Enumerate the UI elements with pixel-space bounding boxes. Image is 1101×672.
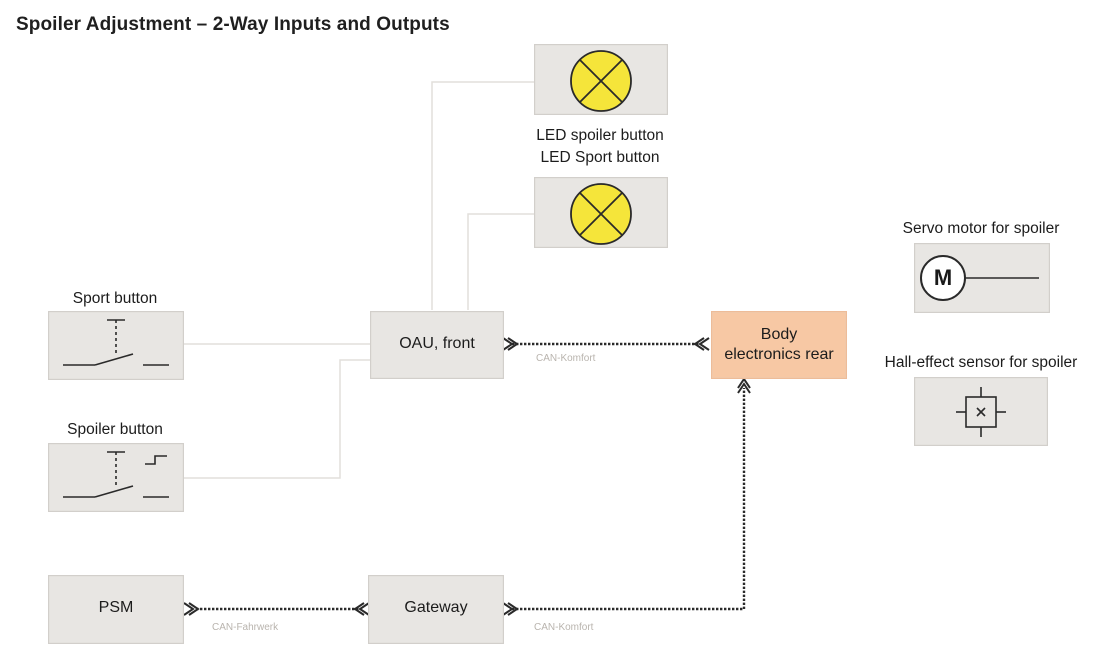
- motor-symbol-label: M: [933, 265, 953, 290]
- spoiler-button-caption: Spoiler button: [67, 421, 163, 438]
- hall-sensor-box: [914, 377, 1048, 446]
- hall-sensor-icon: [956, 387, 1006, 437]
- psm-label: PSM: [98, 599, 134, 616]
- connector-body-bottom: [737, 377, 751, 394]
- body-electronics-rear-box: Body electronics rear: [711, 311, 847, 379]
- connector-gateway-right: [502, 602, 519, 616]
- body-rear-line2: electronics rear: [724, 346, 834, 363]
- motor-icon: [920, 255, 1039, 301]
- connector-psm-right: [183, 602, 200, 616]
- diagram-title: Spoiler Adjustment – 2-Way Inputs and Ou…: [16, 14, 450, 35]
- led-caption: LED spoiler button LED Sport button: [520, 125, 680, 169]
- wire-led2-to-oau: [467, 213, 534, 310]
- gateway-label: Gateway: [404, 599, 468, 616]
- led-caption-line2: LED Sport button: [540, 149, 660, 166]
- can-komfort-label-2: CAN-Komfort: [534, 622, 594, 633]
- led-sport-lamp-box: [534, 177, 668, 248]
- pushbutton-switch-icon: [63, 319, 169, 366]
- oau-front-box: OAU, front: [370, 311, 504, 379]
- wire-spoiler-to-oau: [182, 359, 370, 479]
- led-caption-line1: LED spoiler button: [536, 127, 664, 144]
- led-spoiler-lamp-box: [534, 44, 668, 115]
- lamp-icon: [570, 183, 632, 245]
- wire-led1-to-oau: [431, 81, 534, 310]
- servo-motor-box: M: [914, 243, 1050, 313]
- lamp-icon: [570, 50, 632, 112]
- connector-body-left: [693, 337, 710, 351]
- psm-box: PSM: [48, 575, 184, 644]
- pushbutton-switch-icon: [63, 451, 169, 498]
- gateway-box: Gateway: [368, 575, 504, 644]
- connector-oau-right: [502, 337, 519, 351]
- servo-motor-caption: Servo motor for spoiler: [902, 220, 1060, 237]
- hall-sensor-caption: Hall-effect sensor for spoiler: [884, 354, 1078, 371]
- spoiler-button-box: [48, 443, 184, 512]
- connector-gateway-left: [353, 602, 370, 616]
- sport-button-box: [48, 311, 184, 380]
- sport-button-caption: Sport button: [72, 290, 158, 307]
- oau-front-label: OAU, front: [399, 335, 475, 352]
- can-fahrwerk-label: CAN-Fahrwerk: [212, 622, 279, 633]
- body-rear-line1: Body: [760, 326, 798, 343]
- can-komfort-line-gateway-body: [512, 388, 746, 611]
- can-komfort-label-1: CAN-Komfort: [536, 353, 596, 364]
- body-electronics-rear-label: Body electronics rear: [712, 325, 846, 365]
